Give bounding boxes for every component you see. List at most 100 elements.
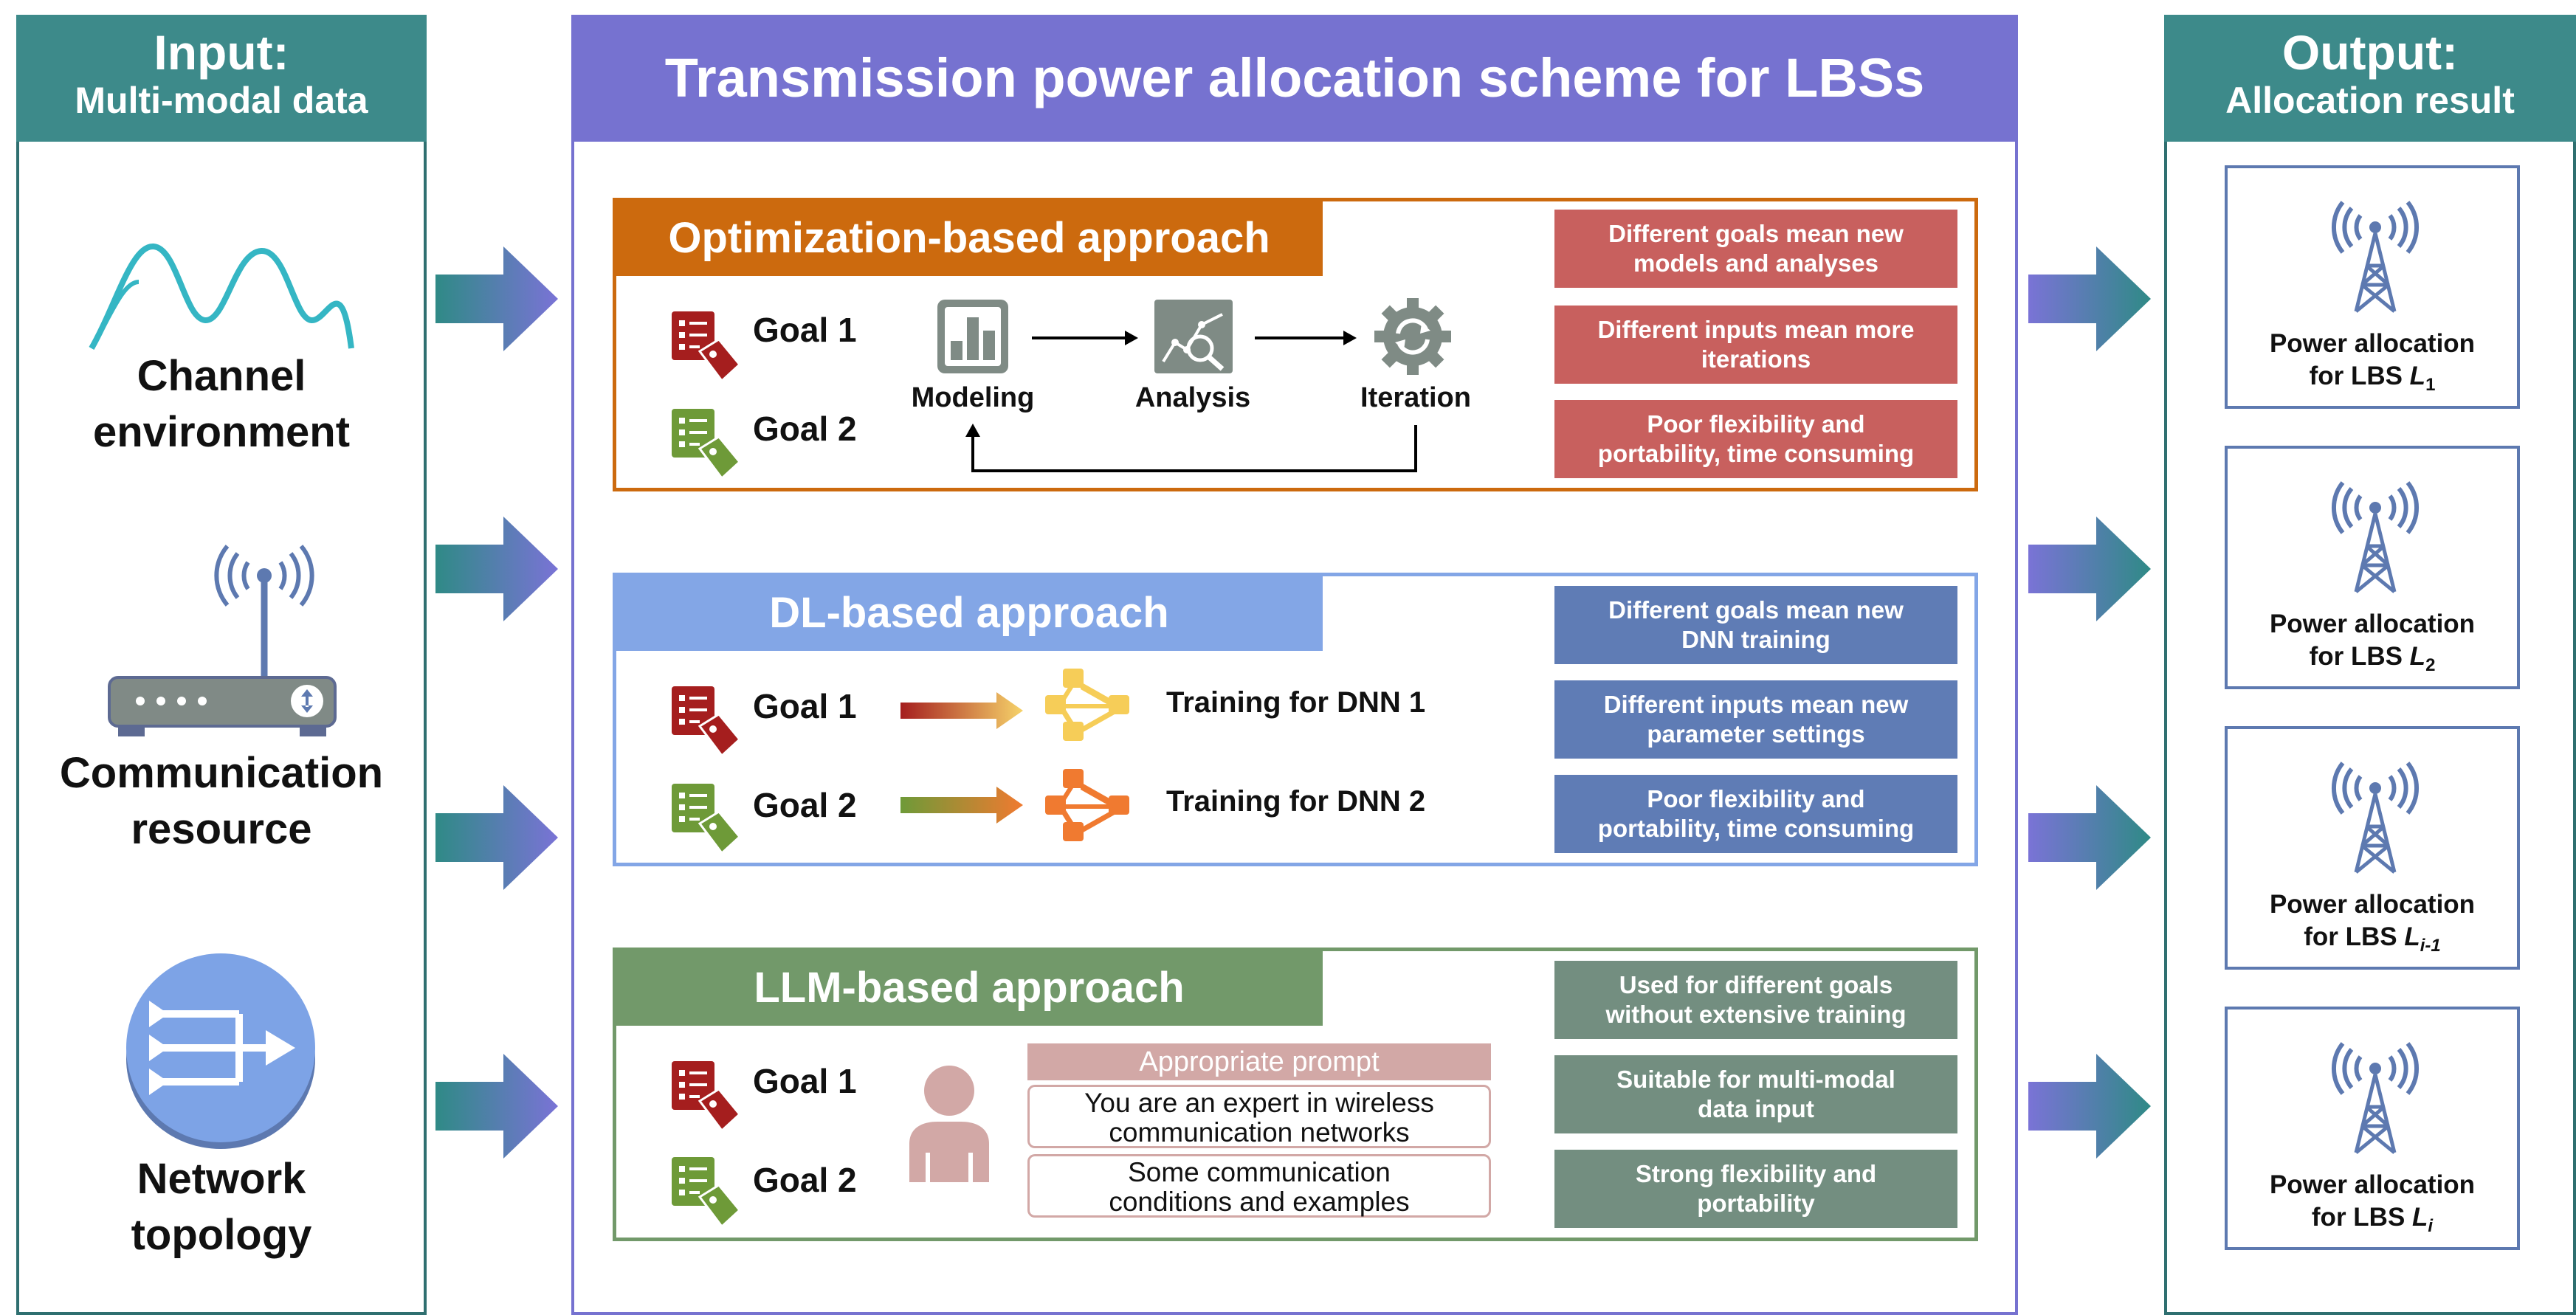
goal1-checklist-icon [670, 310, 741, 382]
dl-note-2-line1: Different inputs mean new [1603, 691, 1909, 718]
input-arrow-4 [435, 1054, 558, 1159]
output-card-2-prefix: for LBS [2309, 642, 2410, 671]
llm-goal1-checklist-icon [670, 1060, 741, 1132]
llm-note-1-line1: Used for different goals [1619, 971, 1893, 998]
analysis-icon [1154, 300, 1233, 373]
network-switch-icon [126, 953, 315, 1149]
output-card-4-line1: Power allocation [2269, 1170, 2476, 1199]
opt-note-3-line1: Poor flexibility and [1647, 410, 1865, 438]
opt-note-2-line1: Different inputs mean more [1597, 316, 1915, 343]
optimization-title: Optimization-based approach [616, 201, 1323, 276]
output-header: Output: Allocation result [2164, 15, 2576, 142]
output-card-2: Power allocation for LBS L2 [2225, 446, 2520, 689]
output-card-3-line1: Power allocation [2269, 890, 2476, 919]
base-station-tower-icon [2324, 481, 2427, 596]
llm-note-1: Used for different goals without extensiv… [1554, 961, 1957, 1039]
llm-goal2-label: Goal 2 [753, 1161, 857, 1199]
goal2-checklist-icon [670, 407, 741, 480]
output-card-2-sub: 2 [2425, 655, 2436, 675]
output-card-4-sub: i [2428, 1216, 2434, 1236]
dl-note-3-line2: portability, time consuming [1597, 815, 1915, 842]
prompt-1-line1: You are an expert in wireless [1084, 1088, 1434, 1118]
base-station-tower-icon [2324, 762, 2427, 877]
output-card-2-var: L [2409, 642, 2426, 671]
opt-goal2-label: Goal 2 [753, 410, 857, 448]
prompt-box-1: You are an expert in wireless communicat… [1027, 1085, 1491, 1148]
output-card-3-line2: for LBS Li-1 [2228, 921, 2517, 962]
output-card-2-line1: Power allocation [2269, 610, 2476, 638]
llm-note-1-line2: without extensive training [1605, 1001, 1907, 1028]
dl-note-2-line2: parameter settings [1647, 720, 1865, 748]
input-item-channel-line2: environment [92, 408, 351, 456]
dl-goal1-checklist-icon [670, 685, 741, 757]
dl-goal1-label: Goal 1 [753, 687, 857, 725]
output-arrow-4 [2028, 1054, 2151, 1159]
step-analysis: Analysis [1134, 382, 1251, 413]
prompt-box-2: Some communication conditions and exampl… [1027, 1154, 1491, 1218]
prompt-1-line2: communication networks [1109, 1117, 1410, 1147]
output-card-2-line2: for LBS L2 [2228, 641, 2517, 682]
optimization-box [613, 198, 1978, 491]
output-arrow-1 [2028, 246, 2151, 351]
opt-note-2-line2: iterations [1701, 345, 1811, 373]
main-title: Transmission power allocation scheme for… [571, 15, 2018, 142]
input-arrow-2 [435, 517, 558, 621]
dl-title: DL-based approach [616, 576, 1323, 651]
dnn2-network-icon [1045, 769, 1129, 841]
iteration-gear-icon [1374, 298, 1451, 375]
step-modeling: Modeling [911, 382, 1035, 413]
modeling-icon [937, 300, 1008, 373]
prompt-2-line1: Some communication [1128, 1157, 1391, 1187]
output-card-1: Power allocation for LBS L1 [2225, 165, 2520, 409]
router-icon [108, 545, 337, 736]
output-card-3-sub: i-1 [2420, 936, 2441, 956]
llm-box [613, 948, 1978, 1241]
dl-goal2-label: Goal 2 [753, 786, 857, 824]
output-card-4: Power allocation for LBS Li [2225, 1007, 2520, 1250]
base-station-tower-icon [2324, 201, 2427, 316]
input-arrow-3 [435, 785, 558, 890]
output-card-1-line2: for LBS L1 [2228, 360, 2517, 401]
input-item-resource-line2: resource [131, 805, 312, 853]
step-iteration: Iteration [1360, 382, 1471, 413]
output-card-1-line1: Power allocation [2269, 329, 2476, 358]
output-card-4-line2: for LBS Li [2228, 1201, 2517, 1243]
output-arrow-3 [2028, 785, 2151, 890]
input-arrow-1 [435, 246, 558, 351]
input-item-topology-line1: Network [137, 1155, 306, 1203]
llm-note-3-line1: Strong flexibility and [1635, 1160, 1877, 1187]
input-header: Input: Multi-modal data [16, 15, 427, 142]
output-subtitle: Allocation result [2225, 80, 2515, 121]
llm-goal2-checklist-icon [670, 1156, 741, 1228]
output-card-4-var: L [2412, 1203, 2428, 1232]
dl-arrow-1 [900, 692, 1023, 729]
prompt-2-line2: conditions and examples [1109, 1187, 1410, 1217]
output-card-4-prefix: for LBS [2311, 1203, 2413, 1232]
llm-note-2-line1: Suitable for multi-modal [1616, 1066, 1895, 1093]
input-item-resource-line1: Communication [59, 749, 384, 797]
dnn1-network-icon [1045, 669, 1129, 741]
output-title: Output: [2281, 25, 2459, 80]
output-card-3-var: L [2404, 922, 2420, 951]
prompt-title: Appropriate prompt [1027, 1043, 1491, 1080]
opt-goal1-label: Goal 1 [753, 311, 857, 349]
dl-goal2-checklist-icon [670, 782, 741, 855]
output-card-1-prefix: for LBS [2309, 362, 2410, 390]
base-station-tower-icon [2324, 1042, 2427, 1157]
llm-note-3-line2: portability [1697, 1190, 1815, 1217]
input-title: Input: [154, 25, 289, 80]
input-item-channel-line1: Channel [137, 352, 306, 400]
llm-goal1-label: Goal 1 [753, 1062, 857, 1100]
output-card-3: Power allocation for LBS Li-1 [2225, 726, 2520, 970]
output-arrow-2 [2028, 517, 2151, 621]
input-item-topology-line2: topology [131, 1211, 312, 1259]
dl-note-3-line1: Poor flexibility and [1647, 785, 1865, 812]
dl-note-1-line2: DNN training [1681, 626, 1831, 653]
opt-note-3-line2: portability, time consuming [1597, 440, 1915, 467]
optimization-flow-arrows [965, 331, 1417, 472]
dl-note-1-line1: Different goals mean new [1608, 596, 1904, 624]
